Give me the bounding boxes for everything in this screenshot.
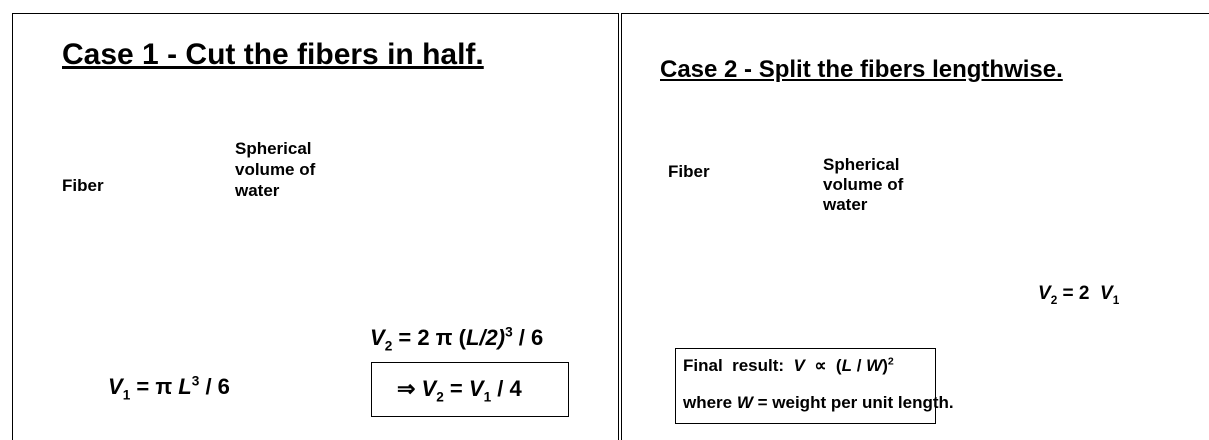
- case1-eq-v1: V1 = π L3 / 6: [108, 373, 230, 403]
- case1-sphere-label-3: water: [235, 181, 280, 200]
- case1-title: Case 1 - Cut the fibers in half.: [62, 38, 484, 71]
- case2-final-line2: where W = weight per unit length.: [683, 393, 954, 412]
- case1-sphere-label-1: Spherical: [235, 139, 312, 158]
- case1-eq-v2: V2 = 2 π (L/2)3 / 6: [370, 324, 544, 354]
- case2-fiber-label: Fiber: [668, 162, 710, 181]
- case1-result-box: [371, 362, 569, 417]
- case1-result: ⇒ V2 = V1 / 4: [397, 376, 522, 405]
- case2-final-line1: Final result: V ∝ (L / W)2: [683, 355, 894, 375]
- case2-sphere-label-2: volume of: [823, 175, 904, 194]
- case1-fiber-label: Fiber: [62, 176, 104, 195]
- case2-sphere-label-1: Spherical: [823, 155, 900, 174]
- case2-title: Case 2 - Split the fibers lengthwise.: [660, 56, 1063, 83]
- case2-eq-v2: V2 = 2 V1: [1038, 283, 1120, 307]
- case2-final-box: [675, 348, 936, 424]
- case2-sphere-label-3: water: [823, 195, 868, 214]
- case1-sphere-label-2: volume of: [235, 160, 316, 179]
